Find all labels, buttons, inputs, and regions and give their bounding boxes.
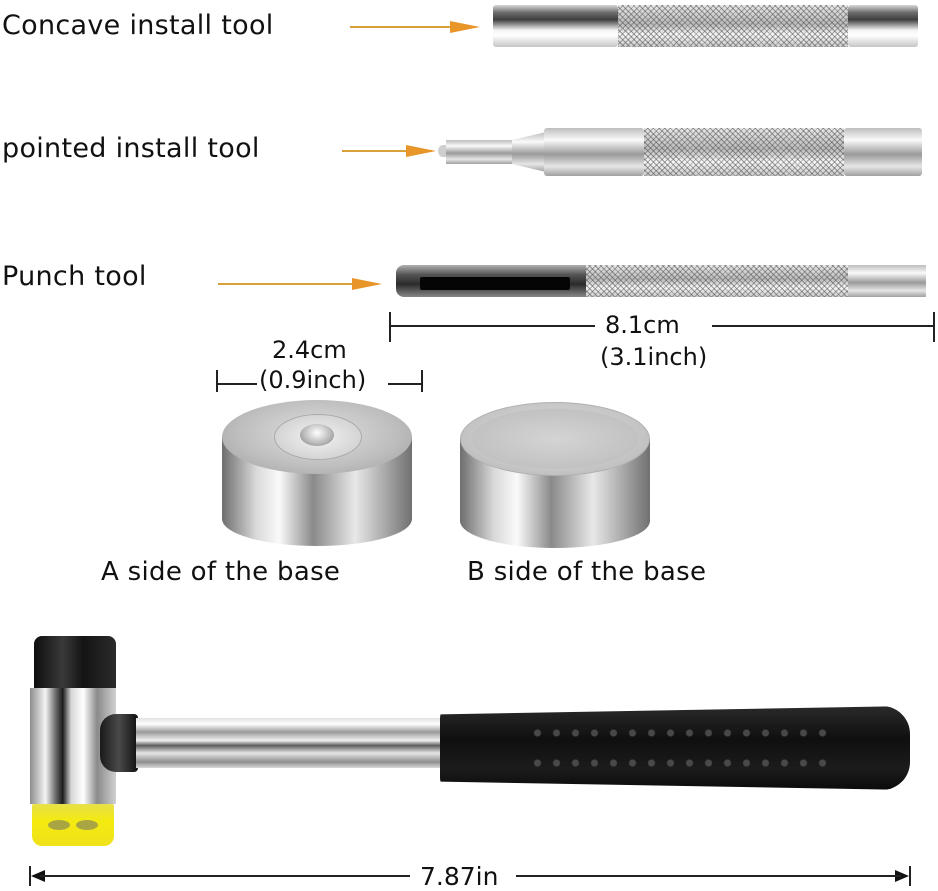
dimension-tick-right — [909, 866, 911, 886]
pointed-install-tool-image — [438, 128, 922, 176]
hammer-image — [28, 636, 918, 846]
base-b-side-image — [460, 402, 650, 548]
dimension-tick-left — [216, 370, 218, 392]
dimension-line-left — [40, 875, 410, 877]
arrow-right-icon — [895, 870, 909, 882]
base-diameter-imperial: (0.9inch) — [259, 366, 367, 394]
dimension-line-left — [390, 325, 595, 327]
dimension-line-right — [712, 325, 934, 327]
arrow-icon — [342, 145, 436, 157]
pointed-install-tool-label: pointed install tool — [2, 133, 260, 164]
base-a-side-image — [222, 400, 412, 546]
arrow-icon — [350, 21, 480, 33]
arrow-left-icon — [31, 870, 45, 882]
punch-length-imperial: (3.1inch) — [600, 343, 708, 371]
dimension-line-left — [217, 383, 257, 385]
dimension-tick-right — [421, 370, 423, 392]
base-b-side-label: B side of the base — [467, 557, 707, 587]
punch-length-metric: 8.1cm — [605, 311, 680, 339]
concave-install-tool-label: Concave install tool — [2, 10, 274, 41]
punch-tool-image — [396, 265, 926, 297]
dimension-line-right — [516, 875, 901, 877]
hammer-length: 7.87in — [420, 862, 499, 891]
dimension-tick-left — [29, 866, 31, 886]
base-diameter-metric: 2.4cm — [272, 336, 347, 364]
concave-install-tool-image — [493, 5, 918, 47]
dimension-tick-right — [933, 312, 935, 342]
dimension-tick-left — [389, 312, 391, 342]
base-a-side-label: A side of the base — [101, 557, 341, 587]
punch-tool-label: Punch tool — [2, 261, 147, 292]
arrow-icon — [218, 278, 382, 290]
dimension-line-right — [388, 383, 422, 385]
